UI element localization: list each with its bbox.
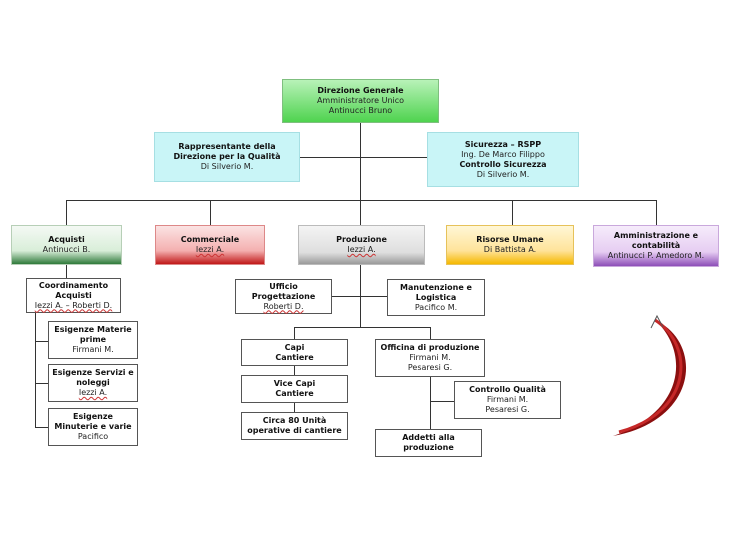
node-title: Esigenze Servizi e <box>52 368 134 377</box>
node-title: Minuterie e varie <box>54 422 132 431</box>
node-title: prime <box>79 335 107 344</box>
node-name: Pesaresi G. <box>407 363 453 372</box>
connector-line <box>360 123 361 200</box>
node-name: Pacifico <box>77 432 109 441</box>
node-title: Manutenzione e <box>400 282 472 292</box>
connector-line <box>294 366 295 375</box>
node-title: Direzione Generale <box>317 86 404 95</box>
esigenze-minuterie-box: Esigenze Minuterie e varie Pacifico <box>48 408 138 446</box>
node-title: Produzione <box>336 235 387 244</box>
node-title: Capi <box>284 342 305 352</box>
node-title: contabilità <box>631 241 681 250</box>
direzione-generale-box: Direzione Generale Amministratore Unico … <box>282 79 439 123</box>
dept-risorse-umane-box: Risorse Umane Di Battista A. <box>446 225 574 265</box>
node-name: Iezzi A. – Roberti D. <box>34 300 113 310</box>
node-name: Iezzi A. <box>78 388 108 397</box>
connector-line <box>512 200 513 225</box>
node-text: Ing. De Marco Filippo <box>461 149 545 159</box>
node-title: Circa 80 Unità <box>262 416 327 425</box>
capi-cantiere-box: Capi Cantiere <box>241 339 348 366</box>
sicurezza-rspp-box: Sicurezza – RSPP Ing. De Marco Filippo C… <box>427 132 579 187</box>
node-title: Acquisti <box>48 235 85 244</box>
node-name: Di Silverio M. <box>200 162 254 171</box>
connector-line <box>66 265 67 278</box>
node-name: Antinucci Bruno <box>328 106 393 115</box>
node-name: Antinucci P. Amedoro M. <box>607 251 705 260</box>
connector-line <box>656 200 657 225</box>
node-title: noleggi <box>76 378 110 387</box>
connector-line <box>300 157 427 158</box>
connector-line <box>210 200 211 225</box>
node-title: Risorse Umane <box>476 235 544 244</box>
node-title: Ufficio <box>269 281 298 291</box>
node-name: Pesaresi G. <box>485 405 530 414</box>
node-title: Amministrazione e <box>613 231 699 240</box>
connector-line <box>35 313 36 428</box>
node-title: produzione <box>403 443 454 452</box>
connector-line <box>294 403 295 412</box>
node-title: Rappresentante della <box>178 142 276 151</box>
manutenzione-logistica-box: Manutenzione e Logistica Pacifico M. <box>387 279 485 316</box>
dept-acquisti-box: Acquisti Antinucci B. <box>11 225 122 265</box>
dept-produzione-box: Produzione Iezzi A. <box>298 225 425 265</box>
node-name: Iezzi A. <box>195 245 225 254</box>
node-title: Vice Capi <box>273 379 316 388</box>
connector-line <box>294 327 430 328</box>
officina-produzione-box: Officina di produzione Firmani M. Pesare… <box>375 339 485 377</box>
connector-line <box>430 377 431 429</box>
curved-arrow-icon <box>613 314 687 436</box>
connector-line <box>35 341 48 342</box>
node-title: Officina di produzione <box>380 343 480 352</box>
ufficio-progettazione-box: Ufficio Progettazione Roberti D. <box>235 279 332 314</box>
node-name: Roberti D. <box>263 301 304 311</box>
node-name: Antinucci B. <box>42 245 91 254</box>
node-title: Controllo Qualità <box>469 385 546 394</box>
node-title: Esigenze <box>73 412 113 421</box>
node-title: Cantiere <box>275 389 314 398</box>
rappresentante-qualita-box: Rappresentante della Direzione per la Qu… <box>154 132 300 182</box>
addetti-produzione-box: Addetti alla produzione <box>375 429 482 457</box>
node-title: Progettazione <box>251 291 316 301</box>
node-title: Logistica <box>415 292 457 302</box>
node-name: Di Battista A. <box>483 245 537 254</box>
coordinamento-acquisti-box: Coordinamento Acquisti Iezzi A. – Robert… <box>26 278 121 313</box>
connector-line <box>66 200 657 201</box>
connector-line <box>332 296 387 297</box>
node-title: Addetti alla <box>402 433 455 442</box>
node-name: Pacifico M. <box>414 302 458 312</box>
esigenze-servizi-box: Esigenze Servizi e noleggi Iezzi A. <box>48 364 138 402</box>
node-title: Controllo Sicurezza <box>459 159 547 169</box>
node-title: Cantiere <box>275 352 314 362</box>
node-name: Firmani M. <box>72 345 114 354</box>
node-title: Esigenze Materie <box>54 325 132 334</box>
dept-amministrazione-box: Amministrazione e contabilità Antinucci … <box>593 225 719 267</box>
node-title: Acquisti <box>55 290 92 300</box>
connector-line <box>294 327 295 339</box>
node-name: Iezzi A. <box>347 245 376 254</box>
connector-line <box>35 427 48 428</box>
node-text: Amministratore Unico <box>316 96 405 105</box>
connector-line <box>35 383 48 384</box>
node-name: Di Silverio M. <box>476 169 530 179</box>
dept-commerciale-box: Commerciale Iezzi A. <box>155 225 265 265</box>
controllo-qualita-box: Controllo Qualità Firmani M. Pesaresi G. <box>454 381 561 419</box>
node-name: Firmani M. <box>409 353 451 362</box>
node-title: Sicurezza – RSPP <box>464 139 542 149</box>
connector-line <box>360 200 361 225</box>
node-name: Firmani M. <box>486 395 529 404</box>
vice-capi-cantiere-box: Vice Capi Cantiere <box>241 375 348 403</box>
connector-line <box>430 401 454 402</box>
unita-operative-box: Circa 80 Unità operative di cantiere <box>241 412 348 440</box>
node-title: Direzione per la Qualità <box>173 152 281 161</box>
node-title: Commerciale <box>180 235 240 244</box>
esigenze-materie-box: Esigenze Materie prime Firmani M. <box>48 321 138 359</box>
connector-line <box>66 200 67 225</box>
node-title: Coordinamento <box>38 280 109 290</box>
connector-line <box>430 327 431 339</box>
node-title: operative di cantiere <box>247 426 342 435</box>
